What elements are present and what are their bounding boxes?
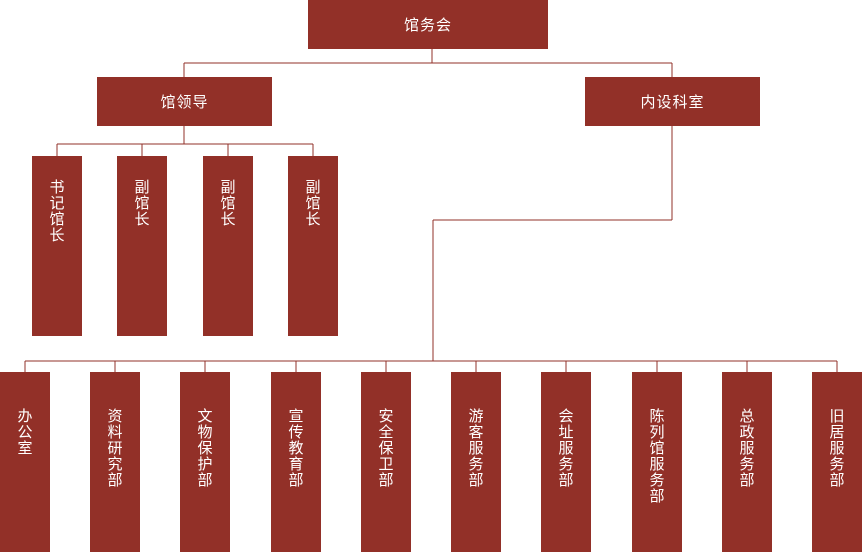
node-department-6: 游客服务部 xyxy=(451,372,501,552)
node-department-3: 文物保护部 xyxy=(180,372,230,552)
node-department-2: 资料研究部 xyxy=(90,372,140,552)
node-department-label: 陈列馆服务部 xyxy=(649,407,665,505)
node-leader-4: 副馆长 xyxy=(288,156,338,336)
node-leader-label: 副馆长 xyxy=(134,178,150,228)
node-leader-label: 副馆长 xyxy=(305,178,321,228)
node-leadership: 馆领导 xyxy=(97,77,272,126)
node-department-label: 文物保护部 xyxy=(197,407,213,489)
node-department-label: 办公室 xyxy=(17,407,33,457)
node-department-label: 旧居服务部 xyxy=(829,407,845,489)
node-leader-3: 副馆长 xyxy=(203,156,253,336)
node-leader-label: 书记馆长 xyxy=(49,178,65,244)
node-department-label: 总政服务部 xyxy=(739,407,755,489)
node-top-label: 馆务会 xyxy=(403,16,452,34)
node-department-4: 宣传教育部 xyxy=(271,372,321,552)
node-department-label: 资料研究部 xyxy=(107,407,123,489)
node-department-7: 会址服务部 xyxy=(541,372,591,552)
node-department-label: 宣传教育部 xyxy=(288,407,304,489)
node-department-label: 会址服务部 xyxy=(558,407,574,489)
node-department-5: 安全保卫部 xyxy=(361,372,411,552)
node-top: 馆务会 xyxy=(308,0,548,49)
node-leader-1: 书记馆长 xyxy=(32,156,82,336)
node-departments-office-label: 内设科室 xyxy=(640,93,705,111)
node-departments-office: 内设科室 xyxy=(585,77,760,126)
node-department-label: 安全保卫部 xyxy=(378,407,394,489)
node-department-9: 总政服务部 xyxy=(722,372,772,552)
node-department-label: 游客服务部 xyxy=(468,407,484,489)
node-leader-2: 副馆长 xyxy=(117,156,167,336)
node-leader-label: 副馆长 xyxy=(220,178,236,228)
node-department-8: 陈列馆服务部 xyxy=(632,372,682,552)
node-department-1: 办公室 xyxy=(0,372,50,552)
node-leadership-label: 馆领导 xyxy=(160,93,209,111)
node-department-10: 旧居服务部 xyxy=(812,372,862,552)
